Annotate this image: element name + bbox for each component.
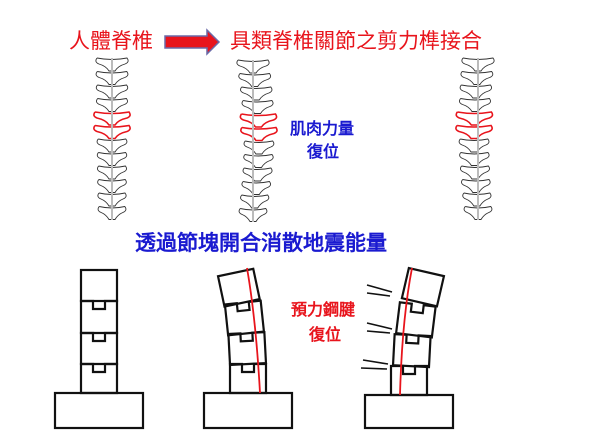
vertebra xyxy=(95,84,129,99)
vertebra xyxy=(243,153,274,168)
vertebra xyxy=(459,151,490,166)
vertebra xyxy=(241,180,272,195)
vertebra xyxy=(460,165,490,180)
vertebra xyxy=(96,98,128,112)
highlighted-vertebra xyxy=(455,111,494,126)
vertebra xyxy=(97,192,127,207)
highlighted-vertebra xyxy=(455,124,493,140)
vertebra xyxy=(459,84,493,99)
foundation-base xyxy=(202,391,294,430)
vertebra xyxy=(242,167,273,182)
vertebra xyxy=(95,71,129,85)
muscle-recover-label: 復位 xyxy=(307,142,340,161)
foundation-base xyxy=(53,391,145,430)
tendon-label: 預力鋼腱 xyxy=(291,300,356,319)
vertebra xyxy=(458,138,490,153)
tendon-recover-label: 復位 xyxy=(309,325,342,344)
human-spine-label: 人體脊椎 xyxy=(69,29,153,53)
vertebra xyxy=(95,57,129,72)
shear-key-joint-label: 具類脊椎關節之剪力榫接合 xyxy=(230,29,482,53)
prestressed-tendon xyxy=(399,267,413,396)
vertebra xyxy=(460,71,494,85)
vertebra xyxy=(463,205,493,220)
vertebra xyxy=(459,98,491,112)
vertebra xyxy=(241,100,274,114)
vertebra xyxy=(97,205,127,220)
foundation-base xyxy=(363,393,455,430)
muscle-force-label: 肌肉力量 xyxy=(290,119,355,138)
highlighted-vertebra xyxy=(239,113,278,128)
vertebra xyxy=(243,140,275,155)
vertebra xyxy=(236,59,270,74)
vertebra xyxy=(461,57,495,72)
highlighted-vertebra xyxy=(93,124,131,140)
vertebra xyxy=(240,86,273,101)
column-bent-with-tendon xyxy=(202,267,294,430)
spine-illustration xyxy=(93,57,131,220)
vertebra xyxy=(97,165,127,180)
vertebra xyxy=(462,192,492,207)
vertebra xyxy=(238,207,268,222)
vertebra xyxy=(96,138,128,153)
column-recovered-with-tendon xyxy=(360,266,455,430)
bottom-title: 透過節塊開合消散地震能量 xyxy=(135,231,387,255)
column-upright xyxy=(53,268,145,430)
spine-illustration xyxy=(455,57,495,220)
vertebra xyxy=(96,151,128,166)
vertebra xyxy=(461,178,491,193)
vertebra xyxy=(238,73,272,87)
motion-lines xyxy=(360,284,393,370)
highlighted-vertebra xyxy=(93,111,131,126)
spine-illustration xyxy=(236,59,278,222)
vertebra xyxy=(240,194,270,209)
prestressed-tendon xyxy=(246,267,261,394)
vertebra xyxy=(97,178,127,193)
highlighted-vertebra xyxy=(240,126,278,142)
right-arrow-icon xyxy=(164,28,221,56)
